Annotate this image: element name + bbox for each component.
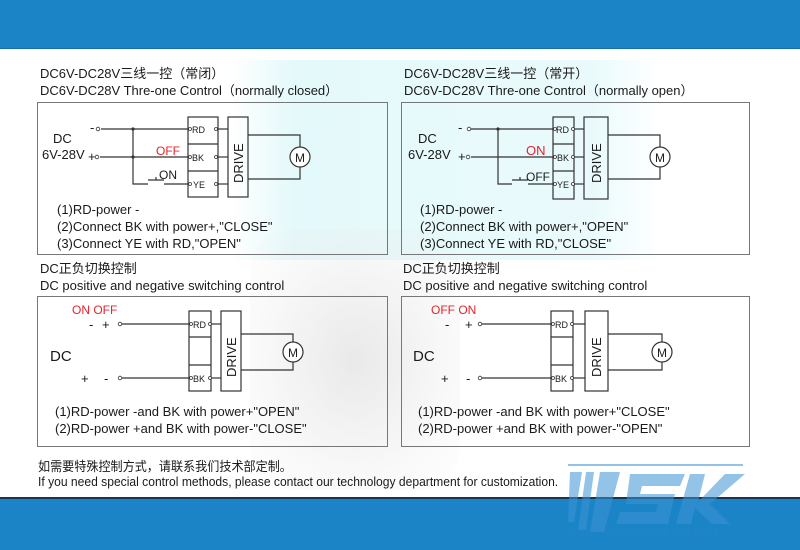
section-switch-left-title-en: DC positive and negative switching contr…	[40, 278, 285, 293]
terminal-bk: BK	[557, 153, 569, 163]
minus-sign: -	[458, 120, 462, 135]
state-label: OFF ON	[431, 303, 476, 317]
terminal-block	[188, 310, 212, 392]
state-upper-label: ON	[526, 143, 546, 158]
terminal-ye: YE	[193, 180, 205, 190]
note-item: (1)RD-power -	[57, 202, 140, 217]
terminal-ye: YE	[557, 180, 569, 190]
note-item: (1)RD-power -and BK with power+"CLOSE"	[418, 404, 670, 419]
voltage-label: 6V-28V	[408, 147, 451, 162]
section-no-title-cn: DC6V-DC28V三线一控（常开）	[404, 66, 589, 81]
drive-unit	[220, 310, 242, 392]
note-item: (2)Connect BK with power+,"CLOSE"	[57, 219, 273, 234]
section-no-title-en: DC6V-DC28V Thre-one Control（normally ope…	[404, 83, 694, 98]
terminal-rd: RD	[193, 320, 206, 330]
wiring-diagram-nc: DC 6V-28V - + OFF ON RD BK YE DRIVE M	[42, 116, 311, 198]
top-plus: +	[102, 317, 110, 332]
motor-icon	[649, 146, 671, 168]
drive-label: DRIVE	[589, 337, 604, 377]
notes-nc: (1)RD-power - (2)Connect BK with power+,…	[57, 201, 273, 252]
terminal-bk: BK	[192, 153, 204, 163]
diagram-box-normally-closed: DC 6V-28V - + OFF ON RD BK YE DRIVE M (1…	[37, 102, 388, 255]
terminal-block	[550, 310, 574, 392]
minus-sign: -	[90, 120, 94, 135]
drive-unit	[584, 310, 609, 392]
note-item: (1)RD-power -and BK with power+"OPEN"	[55, 404, 300, 419]
motor-icon	[651, 341, 673, 363]
terminal-rd: RD	[192, 125, 205, 135]
section-switch-right-title-en: DC positive and negative switching contr…	[403, 278, 648, 293]
bottom-minus: -	[466, 371, 470, 386]
bottom-plus: +	[81, 371, 89, 386]
section-nc-title-cn: DC6V-DC28V三线一控（常闭）	[40, 66, 225, 81]
note-item: (3)Connect YE with RD,"OPEN"	[57, 236, 241, 251]
note-item: (2)RD-power +and BK with power-"OPEN"	[418, 421, 663, 436]
wiring-diagram-switching-right: OFF ON - + DC + - RD BK DRIVE M	[413, 303, 673, 392]
notes-switching-left: (1)RD-power -and BK with power+"OPEN" (2…	[55, 403, 307, 437]
diagram-box-normally-open: DC 6V-28V - + ON OFF RD BK YE DRIVE M (1…	[401, 102, 750, 255]
section-switch-left-title-cn: DC正负切换控制	[40, 261, 137, 276]
footer-line-cn: 如需要特殊控制方式，请联系我们技术部定制。	[38, 459, 292, 474]
diagram-box-switching-left: ON OFF - + DC + - RD BK DRIVE M (1)RD-po…	[37, 296, 388, 447]
drive-label: DRIVE	[224, 337, 239, 377]
terminal-bk: BK	[193, 374, 205, 384]
state-lower-label: ON	[159, 168, 177, 182]
notes-no: (1)RD-power - (2)Connect BK with power+,…	[420, 201, 628, 252]
push-switch-icon	[509, 177, 532, 185]
motor-label: M	[288, 346, 298, 360]
wire-branch	[132, 129, 145, 185]
wiring-diagram-no: DC 6V-28V - + ON OFF RD BK YE DRIVE M	[408, 116, 671, 200]
wiring-diagram-switching-left: ON OFF - + DC + - RD BK DRIVE M	[50, 303, 304, 392]
drive-unit	[583, 116, 609, 200]
wsk-logo	[568, 464, 745, 532]
top-plus: +	[465, 317, 473, 332]
diagram-box-switching-right: OFF ON - + DC + - RD BK DRIVE M (1)RD-po…	[401, 296, 750, 447]
top-minus: -	[89, 317, 93, 332]
footer-line-en: If you need special control methods, ple…	[38, 474, 559, 489]
note-item: (1)RD-power -	[420, 202, 503, 217]
logo-subtitle: AUTOMATIC CONTROL SYSTEMS	[566, 527, 719, 537]
drive-label: DRIVE	[231, 143, 246, 183]
terminal-bk: BK	[555, 374, 567, 384]
dc-label: DC	[50, 348, 72, 365]
footer-note: 如需要特殊控制方式，请联系我们技术部定制。 If you need specia…	[38, 459, 558, 489]
state-label: ON OFF	[72, 303, 117, 317]
voltage-label: 6V-28V	[42, 147, 85, 162]
motor-icon	[282, 341, 304, 363]
drive-unit	[227, 116, 249, 198]
push-switch-icon	[145, 177, 168, 185]
terminal-rd: RD	[556, 125, 569, 135]
plus-sign: +	[458, 149, 466, 164]
note-item: (2)RD-power +and BK with power-"CLOSE"	[55, 421, 307, 436]
motor-label: M	[295, 151, 305, 165]
plus-sign: +	[88, 149, 96, 164]
section-nc-title-en: DC6V-DC28V Thre-one Control（normally clo…	[40, 83, 339, 98]
top-minus: -	[445, 317, 449, 332]
logo-rule	[568, 464, 743, 466]
motor-label: M	[655, 151, 665, 165]
motor-label: M	[657, 346, 667, 360]
dc-label: DC	[53, 131, 72, 146]
bottom-minus: -	[104, 371, 108, 386]
section-switch-right-title-cn: DC正负切换控制	[403, 261, 500, 276]
dc-label: DC	[418, 131, 437, 146]
note-item: (3)Connect YE with RD,"CLOSE"	[420, 236, 612, 251]
state-lower-label: OFF	[526, 170, 550, 184]
motor-icon	[289, 146, 311, 168]
note-item: (2)Connect BK with power+,"OPEN"	[420, 219, 629, 234]
top-banner	[0, 0, 800, 49]
drive-label: DRIVE	[589, 143, 604, 183]
notes-switching-right: (1)RD-power -and BK with power+"CLOSE" (…	[418, 403, 670, 437]
dc-label: DC	[413, 348, 435, 365]
terminal-rd: RD	[555, 320, 568, 330]
bottom-plus: +	[441, 371, 449, 386]
state-upper-label: OFF	[156, 144, 180, 158]
